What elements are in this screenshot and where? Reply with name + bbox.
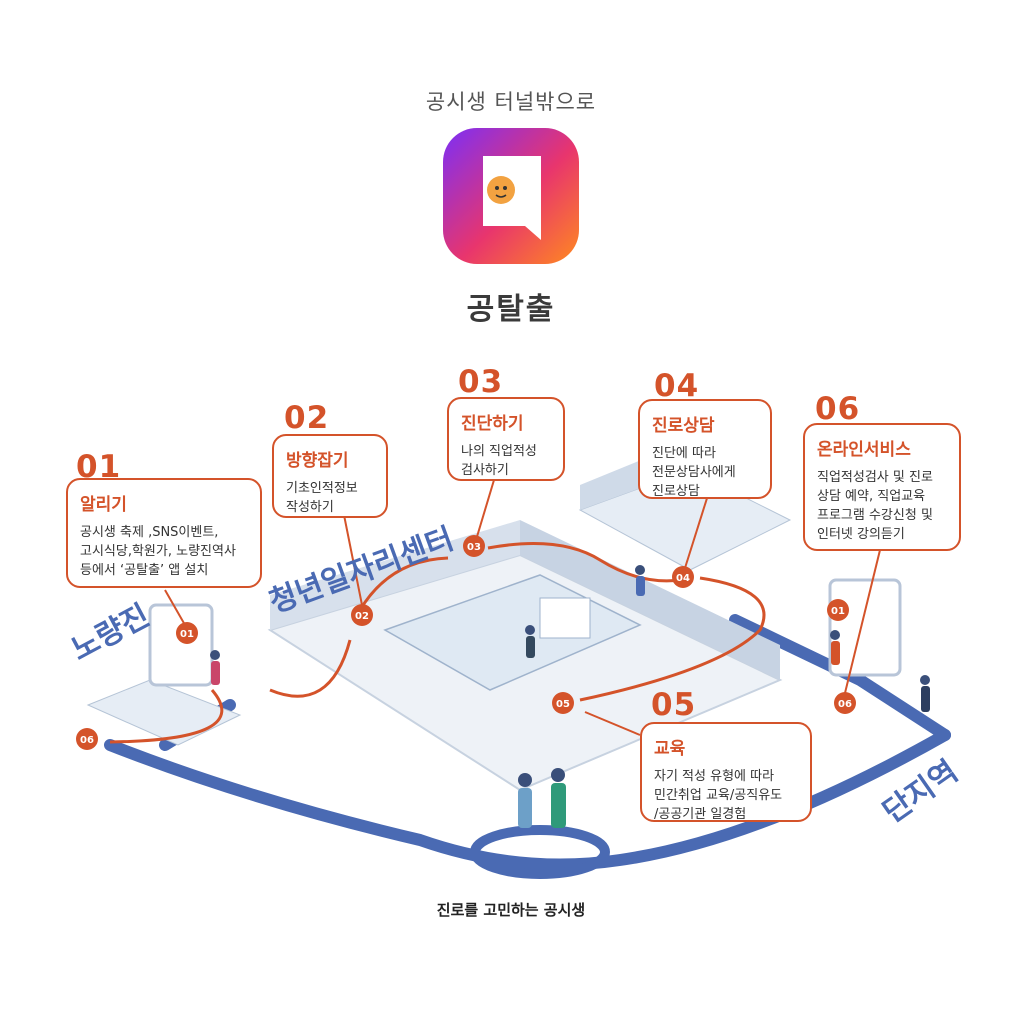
step-03-number: 03 [458,364,504,400]
step-03-desc: 나의 직업적성 검사하기 [461,444,537,478]
step-marker-04 [672,566,694,588]
step-marker-label: 04 [676,573,690,584]
step-01-desc: 공시생 축제 ,SNS이벤트, 고시식당,학원가, 노량진역사 등에서 ‘공탈출… [80,525,236,578]
step-05-desc: 자기 적성 유형에 따라 민간취업 교육/공직유도 /공공기관 일경험 [654,769,783,822]
step-06-number: 06 [815,391,861,427]
step-02-desc: 기초인적정보 작성하기 [286,481,358,515]
step-03-title: 진단하기 [461,414,524,434]
step-marker-label: 02 [355,611,369,622]
step-04-title: 진로상담 [652,416,715,436]
step-05-number: 05 [651,687,697,723]
step-marker-label: 06 [80,735,94,746]
step-marker-01 [176,622,198,644]
step-marker-label: 05 [556,699,570,710]
step-04-desc: 진단에 따라 전문상담사에게 진로상담 [652,446,736,499]
step-01-card: 알리기 공시생 축제 ,SNS이벤트, 고시식당,학원가, 노량진역사 등에서 … [66,478,262,588]
step-06-desc: 직업적성검사 및 진로 상담 예약, 직업교육 프로그램 수강신청 및 인터넷 … [817,470,933,542]
step-marker-06 [76,728,98,750]
step-04-card: 진로상담 진단에 따라 전문상담사에게 진로상담 [638,399,772,499]
app-logo-icon [443,128,579,264]
subtitle: 공시생 터널밖으로 [425,90,597,114]
step-marker-06 [834,692,856,714]
brand-title: 공탈출 [466,292,556,327]
step-02-card: 방향잡기 기초인적정보 작성하기 [272,434,388,518]
step-marker-01 [827,599,849,621]
step-marker-label: 06 [838,699,852,710]
step-marker-03 [463,535,485,557]
step-02-number: 02 [284,400,330,436]
step-04-number: 04 [654,368,700,404]
step-marker-02 [351,604,373,626]
step-02-title: 방향잡기 [286,451,349,471]
step-05-card: 교육 자기 적성 유형에 따라 민간취업 교육/공직유도 /공공기관 일경험 [640,722,812,822]
step-03-card: 진단하기 나의 직업적성 검사하기 [447,397,565,481]
step-01-title: 알리기 [80,495,127,515]
step-marker-05 [552,692,574,714]
step-markers: 01 02 03 04 05 06 01 06 [76,535,856,750]
step-06-card: 온라인서비스 직업적성검사 및 진로 상담 예약, 직업교육 프로그램 수강신청… [803,423,961,551]
step-marker-label: 01 [180,629,194,640]
step-05-title: 교육 [654,739,686,759]
step-marker-label: 03 [467,542,481,553]
step-06-title: 온라인서비스 [817,440,911,460]
caption: 진로를 고민하는 공시생 [436,901,586,919]
step-marker-label: 01 [831,606,845,617]
